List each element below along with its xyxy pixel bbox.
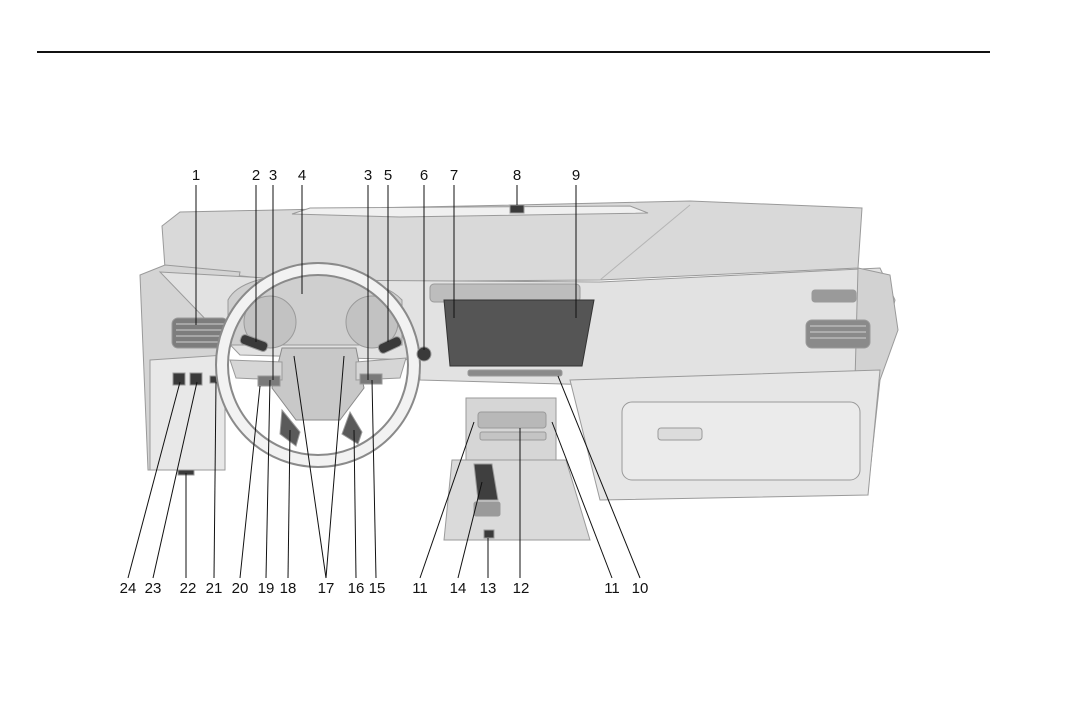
switch-24 (173, 373, 185, 385)
callout-label: 13 (480, 580, 497, 597)
callout-label: 1 (192, 167, 200, 184)
callout-label: 12 (513, 580, 530, 597)
callout-label: 9 (572, 167, 580, 184)
callout-label: 4 (298, 167, 306, 184)
steering-wheel-hub (272, 348, 364, 420)
callout-label: 22 (180, 580, 197, 597)
shift-base (474, 502, 500, 516)
glovebox-handle (658, 428, 702, 440)
callout-label: 24 (120, 580, 137, 597)
bottom-callouts: 24 23 22 21 20 19 18 17 16 15 11 14 13 1… (120, 580, 649, 597)
wheel-right-controls (360, 374, 382, 384)
top-callouts: 1 2 3 4 3 5 6 7 8 9 (192, 167, 580, 184)
callout-label: 11 (604, 580, 620, 597)
callout-label: 7 (450, 167, 458, 184)
callout-label: 8 (513, 167, 521, 184)
callout-label: 5 (384, 167, 392, 184)
center-console (444, 460, 590, 540)
callout-label: 19 (258, 580, 275, 597)
callout-label: 15 (369, 580, 386, 597)
screen-lower-trim (468, 370, 562, 376)
center-stack (466, 398, 556, 460)
wheel-left-controls (258, 376, 280, 386)
callout-label: 23 (145, 580, 162, 597)
callout-label: 3 (269, 167, 277, 184)
console-button-13 (484, 530, 494, 538)
dashboard-illustration (140, 201, 898, 540)
callout-label: 2 (252, 167, 260, 184)
callout-label: 18 (280, 580, 297, 597)
right-speaker-grille (812, 290, 856, 302)
callout-label: 3 (364, 167, 372, 184)
center-air-vent (430, 284, 580, 302)
rearview-mirror-mount (510, 205, 524, 213)
callout-label: 21 (206, 580, 223, 597)
callout-label: 6 (420, 167, 428, 184)
callout-label: 20 (232, 580, 249, 597)
callout-label: 10 (632, 580, 649, 597)
wheel-lower-right-spoke (342, 412, 362, 444)
callout-label: 11 (412, 580, 428, 597)
right-air-vent (806, 320, 870, 348)
glovebox (622, 402, 860, 480)
callout-label: 17 (318, 580, 335, 597)
infotainment-screen (444, 300, 594, 366)
switch-23 (190, 373, 202, 385)
callout-label: 14 (450, 580, 467, 597)
callout-label: 16 (348, 580, 365, 597)
climate-controls (478, 412, 546, 428)
